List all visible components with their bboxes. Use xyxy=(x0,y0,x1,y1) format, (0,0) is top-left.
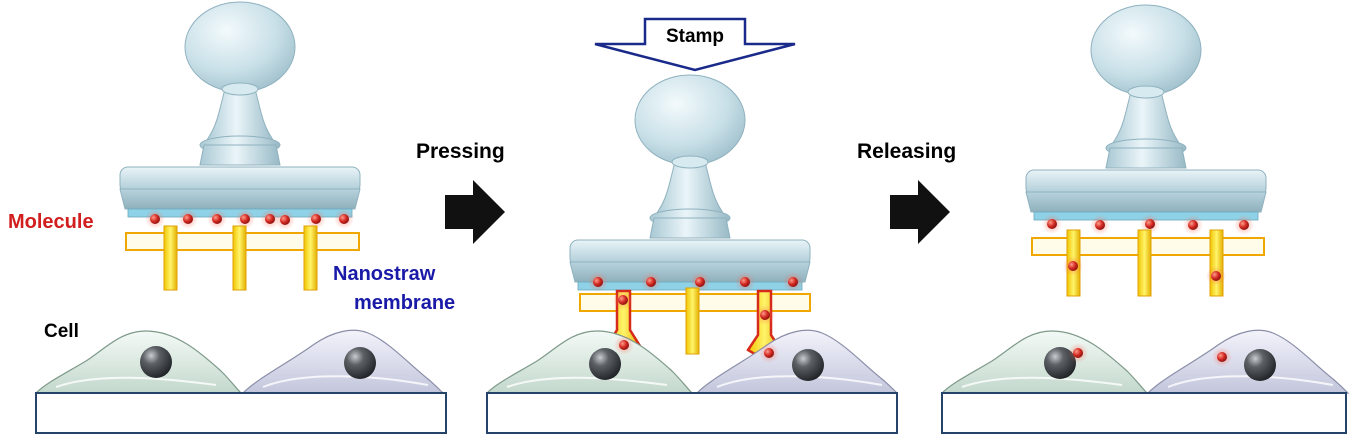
substrate-panel2 xyxy=(486,392,898,434)
molecule-dot xyxy=(759,343,779,363)
molecule-dot xyxy=(260,209,280,229)
substrate-panel3 xyxy=(941,392,1347,434)
molecule-dot xyxy=(614,335,634,355)
molecule-dot xyxy=(755,305,775,325)
releasing-label: Releasing xyxy=(857,140,956,163)
cells-panel1 xyxy=(35,329,444,394)
molecule-dot xyxy=(735,272,755,292)
cell-nucleus xyxy=(140,346,172,378)
nanostraw-label-line1: Nanostraw xyxy=(333,263,436,285)
molecule-dot xyxy=(1068,343,1088,363)
molecule-dot xyxy=(1183,215,1203,235)
substrate-panel1 xyxy=(35,392,447,434)
molecules-panel2 xyxy=(588,272,803,292)
panel-before: Molecule Nanostraw membrane Cell xyxy=(8,1,455,434)
pressing-step: Pressing xyxy=(416,140,505,244)
cell-nucleus xyxy=(589,348,621,380)
panel-pressing: Stamp xyxy=(486,17,898,434)
molecule-dot xyxy=(1042,214,1062,234)
pressing-label: Pressing xyxy=(416,140,505,163)
molecule-dot xyxy=(1063,256,1083,276)
releasing-arrow-icon xyxy=(890,180,950,244)
molecule-dot xyxy=(1234,215,1254,235)
molecule-dot xyxy=(613,290,633,310)
cell-label: Cell xyxy=(44,321,79,342)
cell xyxy=(242,329,444,394)
molecule-dot xyxy=(1212,347,1232,367)
pressing-arrow-icon xyxy=(445,180,505,244)
molecule-dot xyxy=(145,209,165,229)
stamp-panel2 xyxy=(569,74,811,291)
cell-nucleus xyxy=(792,349,824,381)
molecules-panel3 xyxy=(1042,214,1254,235)
cells-panel3 xyxy=(941,329,1349,394)
stamp-panel3 xyxy=(1025,4,1267,221)
molecule-dot xyxy=(178,209,198,229)
molecule-dot xyxy=(588,272,608,292)
molecule-dot xyxy=(235,209,255,229)
molecule-dot xyxy=(641,272,661,292)
nanostraw-membrane-panel3 xyxy=(1031,229,1265,297)
stamp-direction-arrow: Stamp xyxy=(594,17,796,72)
stamp-panel1 xyxy=(119,1,361,218)
molecule-dot xyxy=(275,210,295,230)
cells-panel2 xyxy=(486,329,898,394)
releasing-step: Releasing xyxy=(857,140,956,244)
molecule-dot xyxy=(690,272,710,292)
molecule-dot xyxy=(306,209,326,229)
molecules-panel1 xyxy=(145,209,354,230)
molecule-dot xyxy=(334,209,354,229)
stamp-label: Stamp xyxy=(666,26,724,47)
nanostraw-membrane-panel1 xyxy=(125,225,360,291)
delivered-molecules-panel2 xyxy=(613,290,779,363)
cell-nucleus xyxy=(1244,349,1276,381)
panel-releasing xyxy=(941,4,1349,434)
cell-nucleus xyxy=(344,347,376,379)
molecule-dot xyxy=(1140,214,1160,234)
molecule-dot xyxy=(207,209,227,229)
molecule-dot xyxy=(783,272,803,292)
molecule-dot xyxy=(1090,215,1110,235)
molecule-dot xyxy=(1206,266,1226,286)
cell-nucleus xyxy=(1044,347,1076,379)
molecule-label: Molecule xyxy=(8,211,94,233)
nanostraw-label-line2: membrane xyxy=(354,292,455,314)
delivered-molecules-panel3 xyxy=(1068,343,1232,367)
